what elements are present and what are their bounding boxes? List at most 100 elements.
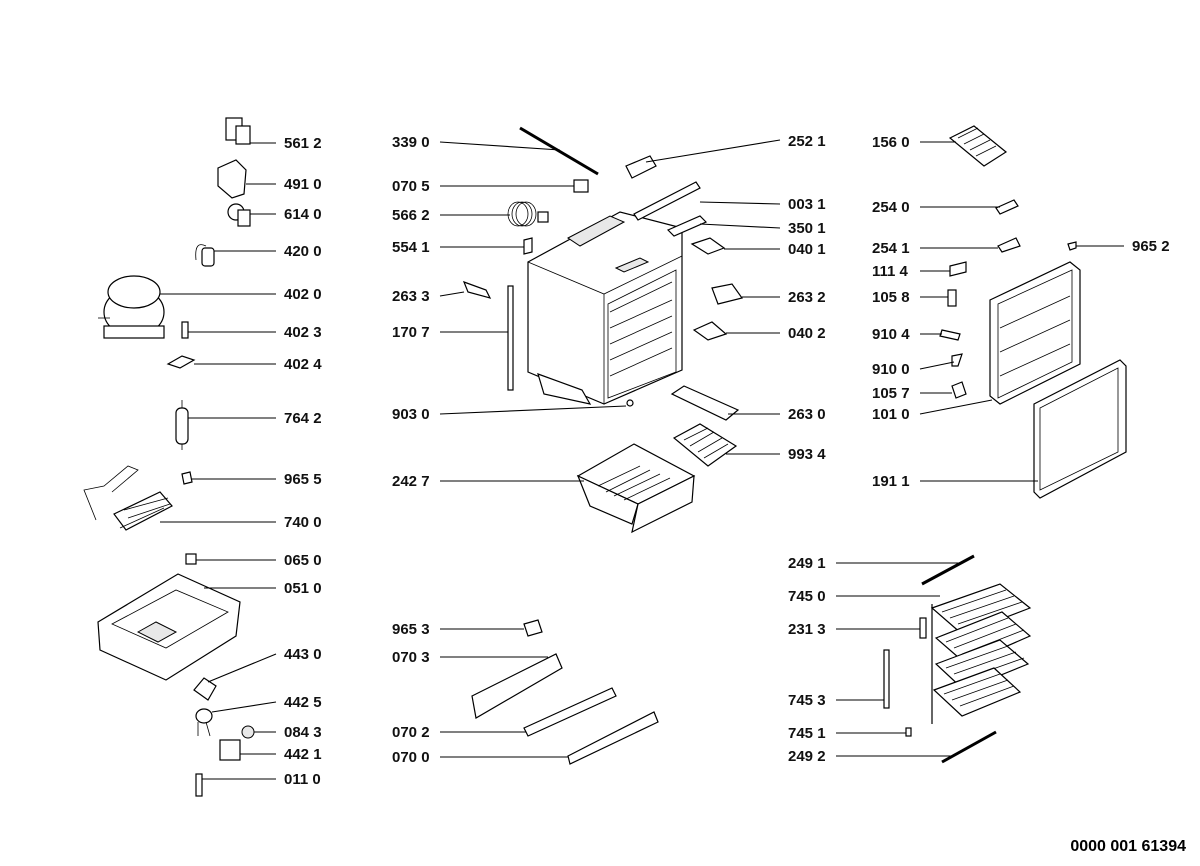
document-code: 0000 001 61394 bbox=[1070, 838, 1186, 855]
part-231-3: 231 3 bbox=[788, 617, 927, 639]
label-105-8: 105 8 bbox=[872, 289, 910, 306]
part-350-1: 350 1 bbox=[666, 215, 826, 237]
part-263-2: 263 2 bbox=[711, 283, 826, 306]
label-339-0: 339 0 bbox=[392, 134, 430, 151]
part-003-1: 003 1 bbox=[633, 181, 826, 221]
part-740-0-condenser: 740 0 bbox=[83, 465, 322, 531]
part-263-0: 263 0 bbox=[670, 385, 826, 423]
label-065-0: 065 0 bbox=[284, 552, 322, 569]
part-965-2: 965 2 bbox=[1067, 238, 1170, 255]
label-350-1: 350 1 bbox=[788, 220, 826, 237]
part-965-5: 965 5 bbox=[181, 471, 322, 488]
part-910-0: 910 0 bbox=[872, 353, 963, 378]
part-339-0: 339 0 bbox=[392, 126, 599, 176]
part-252-1: 252 1 bbox=[625, 133, 826, 179]
part-040-2: 040 2 bbox=[692, 321, 826, 342]
label-263-0: 263 0 bbox=[788, 406, 826, 423]
label-965-5: 965 5 bbox=[284, 471, 322, 488]
part-254-0: 254 0 bbox=[872, 199, 1019, 216]
label-910-0: 910 0 bbox=[872, 361, 910, 378]
label-263-3: 263 3 bbox=[392, 288, 430, 305]
label-561-2: 561 2 bbox=[284, 135, 322, 152]
part-101-0-freezer-door: 101 0 bbox=[872, 261, 1081, 423]
label-614-0: 614 0 bbox=[284, 206, 322, 223]
label-993-4: 993 4 bbox=[788, 446, 826, 463]
label-965-3: 965 3 bbox=[392, 621, 430, 638]
label-040-2: 040 2 bbox=[788, 325, 826, 342]
part-561-2: 561 2 bbox=[225, 117, 322, 152]
part-156-0-ice-tray: 156 0 bbox=[872, 125, 1008, 167]
label-051-0: 051 0 bbox=[284, 580, 322, 597]
label-420-0: 420 0 bbox=[284, 243, 322, 260]
part-764-2: 764 2 bbox=[175, 400, 322, 450]
label-402-4: 402 4 bbox=[284, 356, 322, 373]
label-249-1: 249 1 bbox=[788, 555, 826, 572]
label-040-1: 040 1 bbox=[788, 241, 826, 258]
part-070-5: 070 5 bbox=[392, 178, 589, 195]
part-065-0: 065 0 bbox=[185, 552, 322, 569]
label-070-5: 070 5 bbox=[392, 178, 430, 195]
label-263-2: 263 2 bbox=[788, 289, 826, 306]
label-252-1: 252 1 bbox=[788, 133, 826, 150]
label-764-2: 764 2 bbox=[284, 410, 322, 427]
label-191-1: 191 1 bbox=[872, 473, 910, 490]
part-070-3: 070 3 bbox=[392, 649, 563, 719]
label-910-4: 910 4 bbox=[872, 326, 910, 343]
part-070-0: 070 0 bbox=[392, 711, 659, 766]
label-442-1: 442 1 bbox=[284, 746, 322, 763]
part-442-1: 442 1 bbox=[219, 739, 322, 763]
part-910-4: 910 4 bbox=[872, 326, 961, 343]
part-040-1: 040 1 bbox=[690, 237, 826, 258]
part-491-0: 491 0 bbox=[217, 159, 322, 199]
part-263-3: 263 3 bbox=[392, 280, 492, 305]
label-003-1: 003 1 bbox=[788, 196, 826, 213]
part-242-7-drawer: 242 7 bbox=[392, 443, 696, 534]
label-111-4: 111 4 bbox=[872, 263, 909, 280]
label-965-2: 965 2 bbox=[1132, 238, 1170, 255]
part-249-2: 249 2 bbox=[788, 730, 997, 765]
label-011-0: 011 0 bbox=[284, 771, 321, 788]
part-105-7: 105 7 bbox=[872, 381, 967, 402]
label-745-0: 745 0 bbox=[788, 588, 826, 605]
part-554-1: 554 1 bbox=[392, 237, 533, 256]
part-745-1: 745 1 bbox=[788, 725, 912, 742]
label-070-2: 070 2 bbox=[392, 724, 430, 741]
part-084-3: 084 3 bbox=[241, 724, 322, 741]
part-420-0: 420 0 bbox=[195, 243, 322, 267]
part-191-1-door-gasket: 191 1 bbox=[872, 359, 1127, 499]
label-442-5: 442 5 bbox=[284, 694, 322, 711]
part-402-0-compressor: 402 0 bbox=[98, 275, 322, 339]
label-084-3: 084 3 bbox=[284, 724, 322, 741]
part-402-3: 402 3 bbox=[181, 321, 322, 341]
label-231-3: 231 3 bbox=[788, 621, 826, 638]
label-745-3: 745 3 bbox=[788, 692, 826, 709]
label-070-0: 070 0 bbox=[392, 749, 430, 766]
label-903-0: 903 0 bbox=[392, 406, 430, 423]
label-402-0: 402 0 bbox=[284, 286, 322, 303]
label-170-7: 170 7 bbox=[392, 324, 430, 341]
part-105-8: 105 8 bbox=[872, 289, 957, 307]
part-443-0: 443 0 bbox=[193, 646, 322, 701]
part-402-4: 402 4 bbox=[166, 355, 322, 373]
label-254-1: 254 1 bbox=[872, 240, 910, 257]
label-254-0: 254 0 bbox=[872, 199, 910, 216]
part-614-0: 614 0 bbox=[227, 203, 322, 227]
label-554-1: 554 1 bbox=[392, 239, 430, 256]
label-443-0: 443 0 bbox=[284, 646, 322, 663]
part-051-0-base-tray: 051 0 bbox=[97, 573, 322, 681]
part-965-3: 965 3 bbox=[392, 619, 543, 638]
label-491-0: 491 0 bbox=[284, 176, 322, 193]
label-105-7: 105 7 bbox=[872, 385, 910, 402]
part-442-5: 442 5 bbox=[195, 694, 322, 737]
part-249-1: 249 1 bbox=[788, 554, 975, 586]
part-170-7: 170 7 bbox=[392, 285, 514, 391]
label-156-0: 156 0 bbox=[872, 134, 910, 151]
label-566-2: 566 2 bbox=[392, 207, 430, 224]
label-402-3: 402 3 bbox=[284, 324, 322, 341]
part-745-0-shelves: 745 0 bbox=[788, 583, 1032, 724]
label-101-0: 101 0 bbox=[872, 406, 910, 423]
label-740-0: 740 0 bbox=[284, 514, 322, 531]
part-993-4: 993 4 bbox=[672, 423, 826, 467]
part-cabinet bbox=[527, 211, 683, 405]
